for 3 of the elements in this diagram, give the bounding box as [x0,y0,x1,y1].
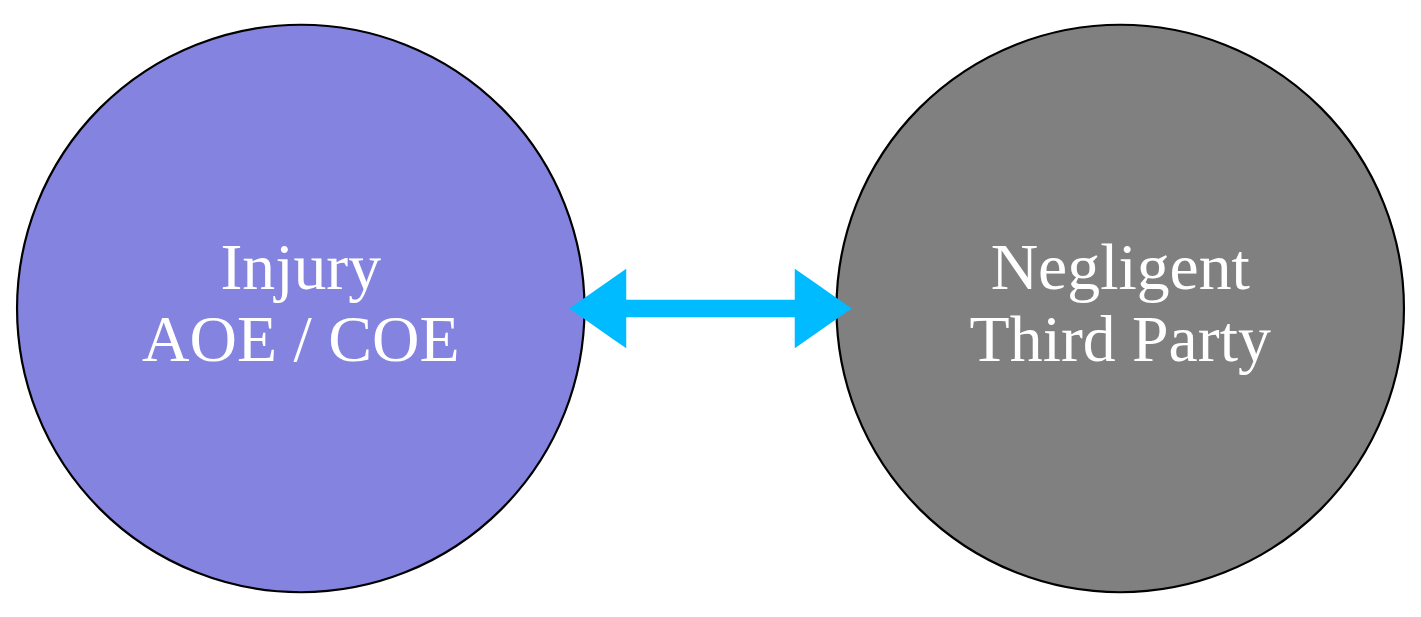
node-circle: Negligent Third Party [835,23,1406,594]
arrow [569,268,852,349]
node-circle: Injury AOE / COE [15,23,586,594]
